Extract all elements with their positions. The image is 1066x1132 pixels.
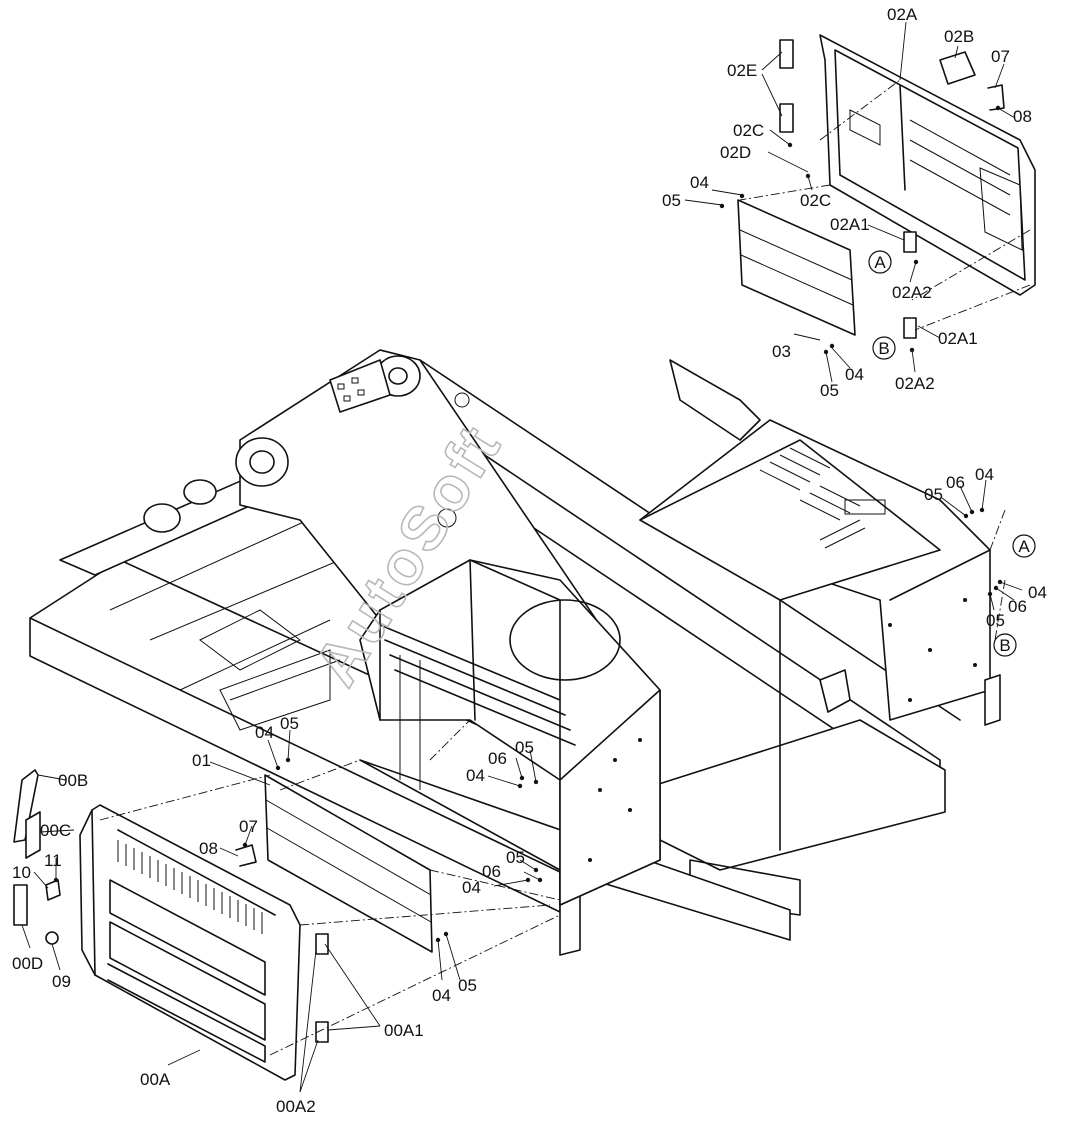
- callout-A-right: A: [1012, 534, 1036, 558]
- part-label: 04: [432, 986, 451, 1005]
- front-hood-00A: [79, 804, 301, 1081]
- panel-01: [264, 774, 433, 953]
- assembly-lines: [99, 79, 1031, 1056]
- part-label: 00A2: [276, 1097, 316, 1116]
- part-label: 02A2: [892, 283, 932, 302]
- part-label: 00A1: [384, 1021, 424, 1040]
- part-label: 04: [1028, 583, 1047, 602]
- part-label: 07: [991, 47, 1010, 66]
- part-label: 05: [662, 191, 681, 210]
- part-label: 09: [52, 972, 71, 991]
- part-labels: 02A 02B 07 08 02E 02C 02D 02C 04 05 02A1…: [12, 5, 1047, 1116]
- callout-B-top-label: B: [878, 339, 889, 358]
- part-label: 00C: [40, 821, 71, 840]
- part-label: 08: [1013, 107, 1032, 126]
- part-label: 04: [690, 173, 709, 192]
- leader-lines: [21, 21, 1023, 1093]
- part-label: 02E: [727, 61, 757, 80]
- part-label: 06: [1008, 597, 1027, 616]
- part-label: 05: [506, 848, 525, 867]
- part-label: 01: [192, 751, 211, 770]
- center-tower: [359, 559, 661, 906]
- callout-B-top: B: [872, 336, 896, 360]
- part-label: 04: [845, 365, 864, 384]
- part-label: 00B: [58, 771, 88, 790]
- part-label: 02A1: [830, 215, 870, 234]
- part-label: 06: [482, 862, 501, 881]
- callout-B-right: B: [993, 633, 1017, 657]
- part-label: 05: [458, 976, 477, 995]
- rear-door-02A: [819, 34, 1036, 296]
- part-label: 05: [820, 381, 839, 400]
- part-label: 00A: [140, 1070, 171, 1089]
- part-label: 05: [515, 738, 534, 757]
- callout-A-top-label: A: [874, 253, 886, 272]
- part-label: 04: [975, 465, 994, 484]
- part-label: 02A2: [895, 374, 935, 393]
- part-label: 02A1: [938, 329, 978, 348]
- small-parts-top: [779, 39, 1005, 339]
- part-label: 02D: [720, 143, 751, 162]
- part-label: 10: [12, 863, 31, 882]
- part-label: 03: [772, 342, 791, 361]
- part-label: 06: [488, 749, 507, 768]
- part-label: 11: [44, 851, 62, 870]
- part-label: 04: [255, 723, 274, 742]
- part-label: 08: [199, 839, 218, 858]
- callout-A-top: A: [868, 250, 892, 274]
- panel-03: [737, 199, 856, 336]
- part-label: 02C: [733, 121, 764, 140]
- part-label: 07: [239, 817, 258, 836]
- part-label: 05: [986, 611, 1005, 630]
- engine-housing: [639, 359, 1001, 851]
- part-label: 02B: [944, 27, 974, 46]
- part-label: 04: [466, 766, 485, 785]
- part-label: 00D: [12, 954, 43, 973]
- part-label: 04: [462, 878, 481, 897]
- part-label: 02C: [800, 191, 831, 210]
- callout-A-right-label: A: [1018, 537, 1030, 556]
- part-label: 02A: [887, 5, 918, 24]
- part-label: 06: [946, 473, 965, 492]
- small-parts-bottom: [13, 769, 329, 1043]
- part-label: 05: [924, 485, 943, 504]
- callout-B-right-label: B: [999, 636, 1010, 655]
- part-label: 05: [280, 714, 299, 733]
